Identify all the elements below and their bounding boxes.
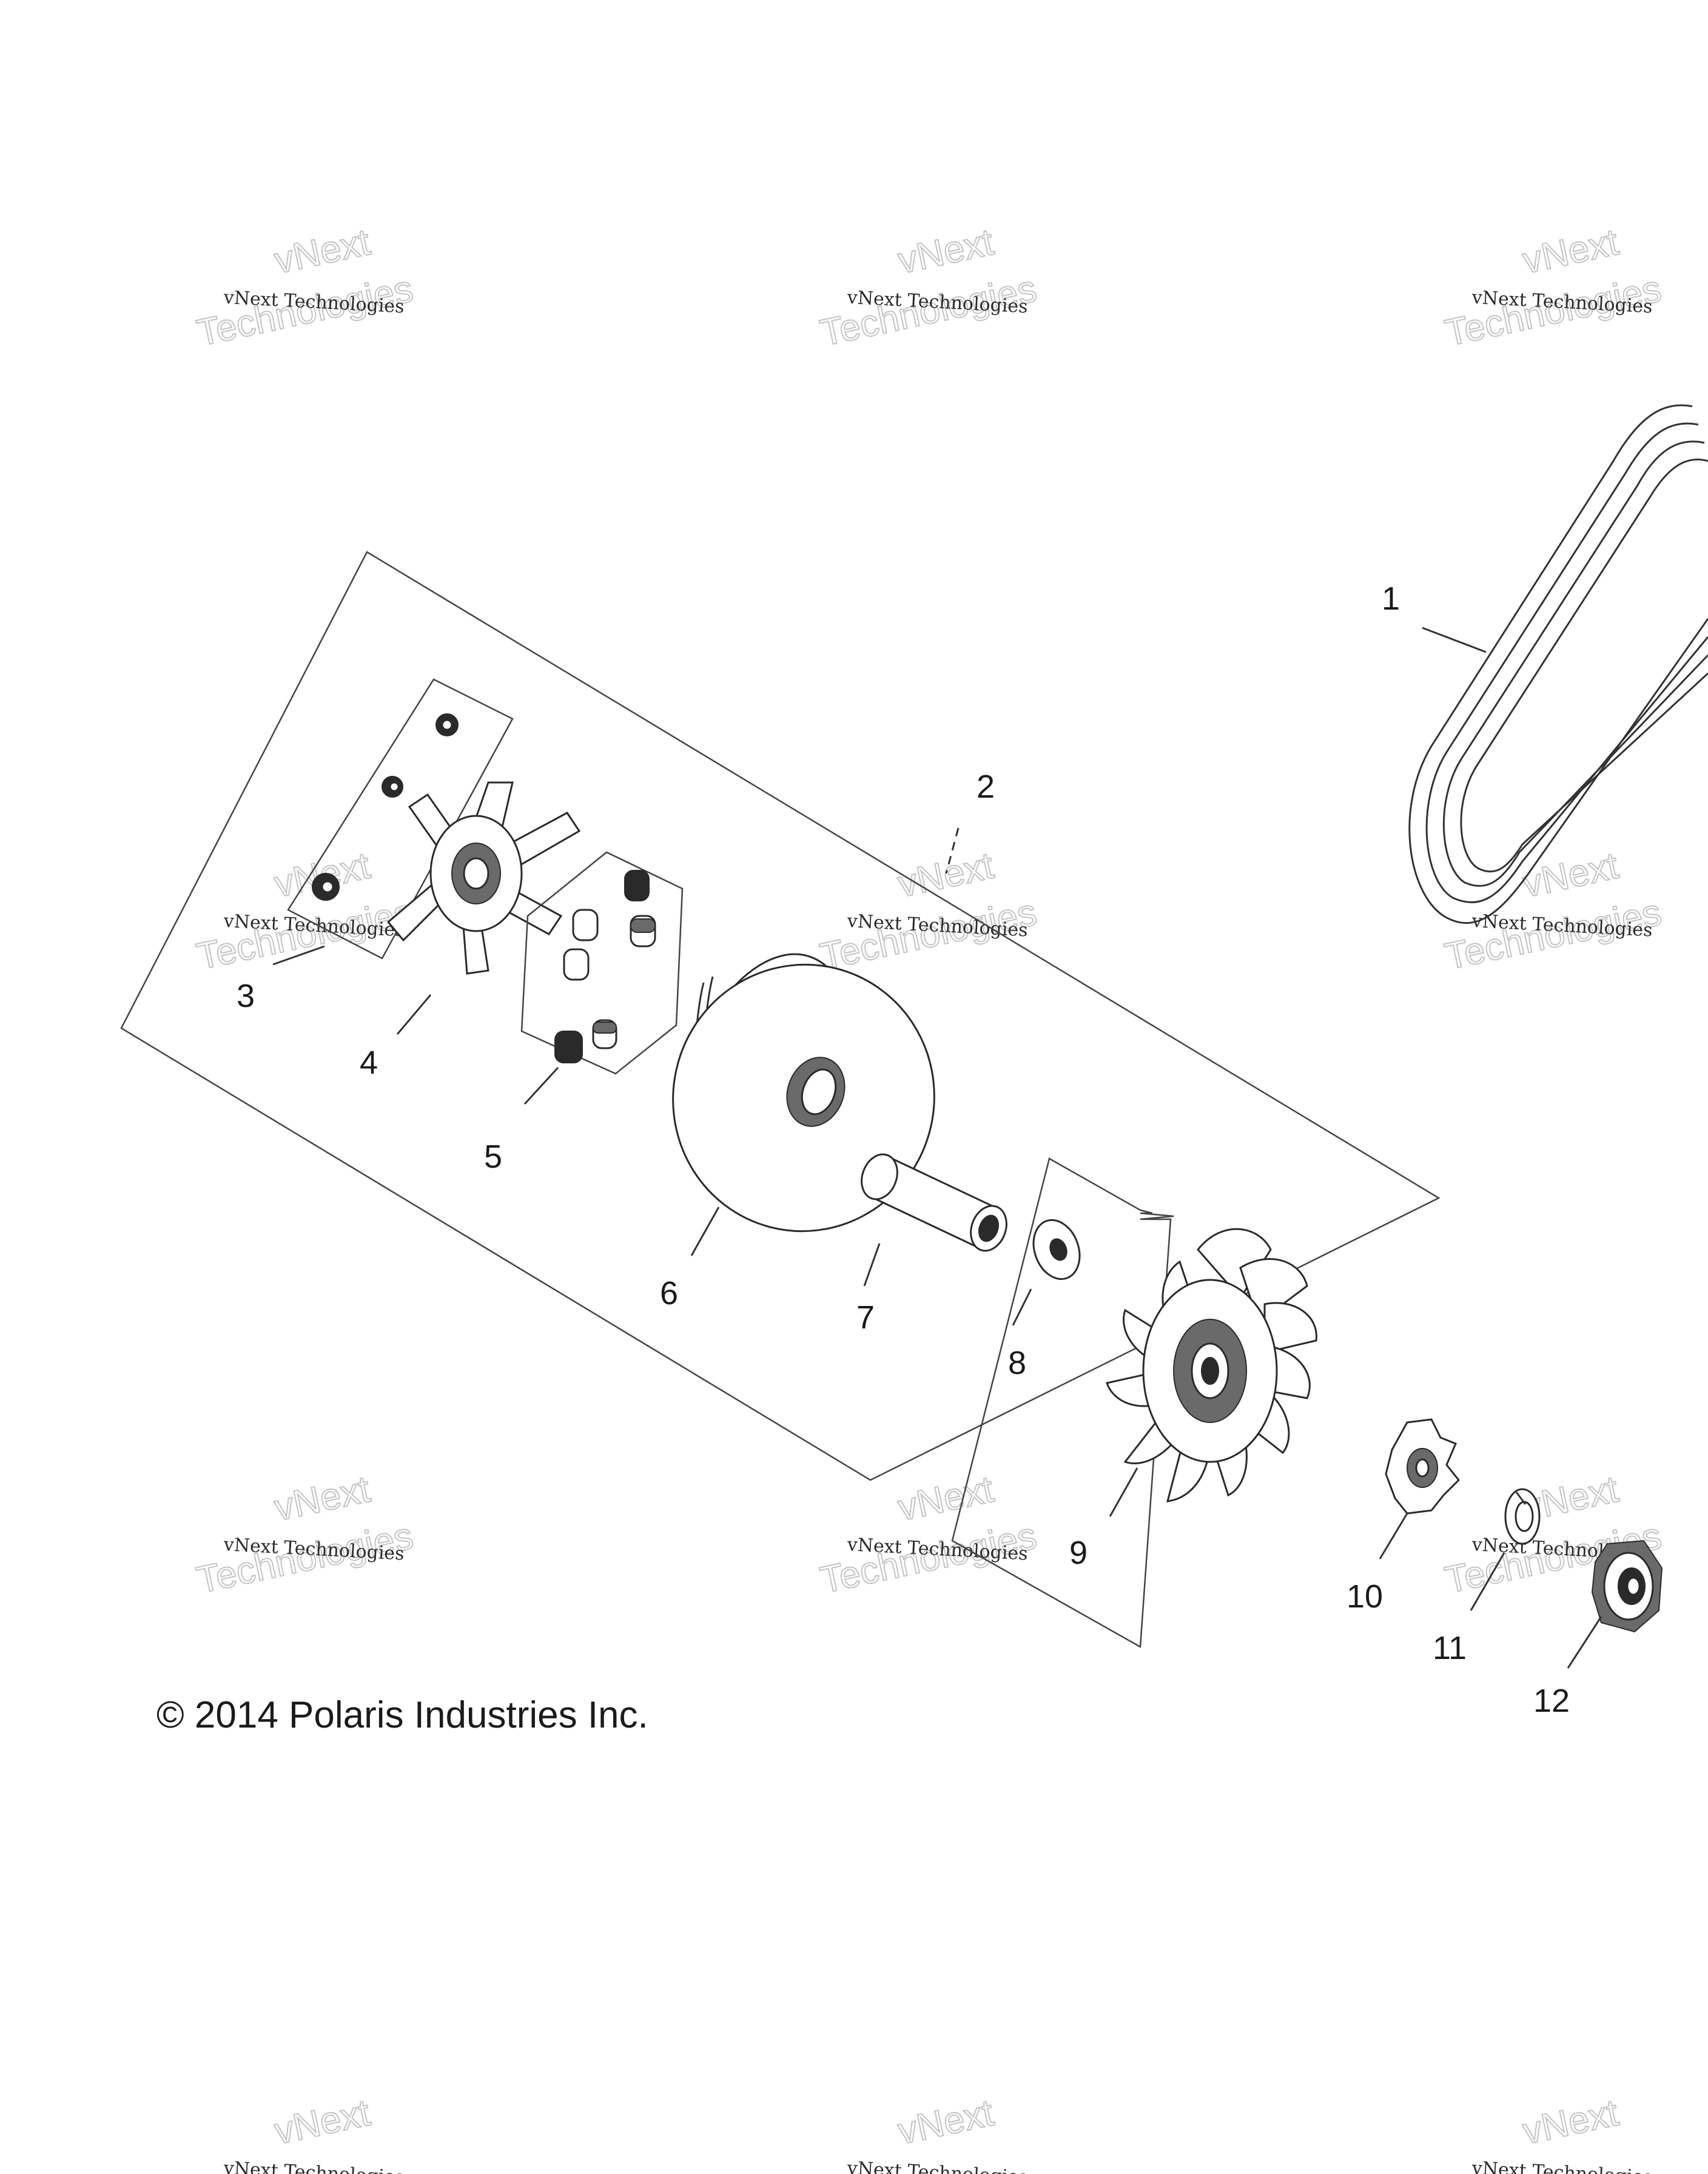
callout-6: 6	[660, 1275, 678, 1311]
drive-belt	[1408, 404, 1708, 924]
watermark: vNext Technologies vNext Technologies	[816, 844, 1041, 979]
callout-9: 9	[1069, 1535, 1088, 1571]
fan-kit-outline	[951, 1157, 1174, 1649]
svg-text:vNext: vNext	[271, 221, 374, 282]
callout-12: 12	[1533, 1683, 1570, 1719]
svg-text:vNext Technologies: vNext Technologies	[1471, 2158, 1653, 2174]
svg-text:vNext: vNext	[895, 845, 997, 906]
svg-text:vNext: vNext	[271, 2092, 374, 2153]
copyright-notice: © 2014 Polaris Industries Inc.	[156, 1694, 648, 1736]
callout-2: 2	[977, 769, 995, 805]
callout-7: 7	[856, 1299, 875, 1336]
watermark: vNext Technologies vNext Technologies	[193, 1468, 417, 1603]
watermark: vNext Technologies vNext Technologies	[1441, 221, 1666, 355]
roller-weights-kit	[520, 851, 684, 1075]
callout-5: 5	[484, 1139, 502, 1175]
svg-text:vNext: vNext	[1519, 2092, 1622, 2153]
svg-text:vNext: vNext	[895, 2092, 997, 2153]
callout-10: 10	[1347, 1578, 1383, 1615]
callout-11: 11	[1433, 1630, 1467, 1666]
watermark: vNext vNext Technologies	[223, 2092, 405, 2174]
callout-3: 3	[237, 978, 255, 1014]
watermark: vNext vNext Technologies	[846, 2092, 1028, 2174]
svg-text:vNext: vNext	[895, 1469, 997, 1529]
assembly-outline	[120, 551, 1441, 1481]
svg-text:vNext: vNext	[271, 1469, 374, 1529]
callouts: 1 2 3 4 5 6 7 8 9 10 11 12	[237, 581, 1570, 1719]
spider	[386, 781, 581, 975]
washer	[1032, 1219, 1081, 1281]
leader-lines	[272, 627, 1602, 1669]
watermark: vNext Technologies vNext Technologies	[1441, 844, 1666, 979]
svg-text:vNext: vNext	[895, 221, 997, 282]
fan-sheave	[1106, 1228, 1317, 1503]
callout-1: 1	[1382, 581, 1400, 617]
watermark: vNext vNext Technologies	[1471, 2092, 1653, 2174]
watermark: vNext Technologies vNext Technologies	[193, 221, 417, 355]
fastener-kit	[287, 678, 514, 960]
svg-text:vNext: vNext	[1519, 221, 1622, 282]
bushing	[861, 1153, 1007, 1252]
nut	[1591, 1540, 1663, 1633]
watermark: vNext Technologies vNext Technologies	[816, 221, 1041, 355]
watermark: vNext Technologies vNext Technologies	[816, 1468, 1041, 1603]
svg-text:vNext Technologies: vNext Technologies	[223, 2158, 405, 2174]
svg-text:vNext: vNext	[1519, 845, 1622, 906]
callout-8: 8	[1008, 1345, 1026, 1381]
callout-4: 4	[360, 1045, 378, 1081]
plate	[1385, 1418, 1461, 1515]
lock-washer	[1504, 1488, 1541, 1545]
svg-text:vNext Technologies: vNext Technologies	[846, 2158, 1028, 2174]
